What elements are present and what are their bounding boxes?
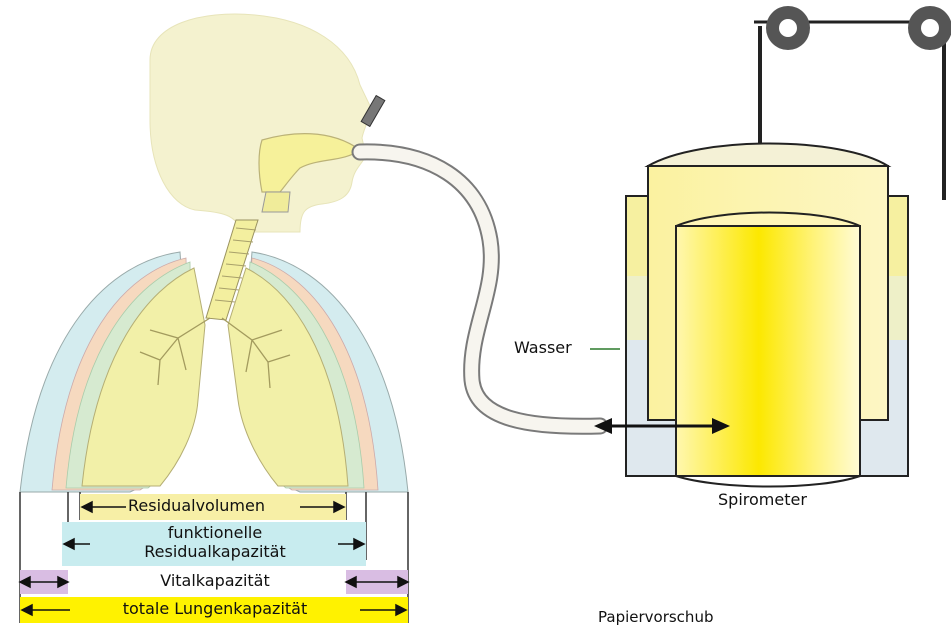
papiervorschub-label: Papiervorschub	[598, 608, 713, 626]
frk-label-line1: funktionelle	[0, 523, 430, 542]
spirometer-label: Spirometer	[718, 490, 807, 509]
totale-lungenkapazitaet-label: totale Lungenkapazität	[0, 599, 430, 618]
spirometer	[590, 6, 951, 487]
frk-label-line2: Residualkapazität	[0, 542, 430, 561]
head-silhouette	[150, 14, 372, 232]
breathing-tube	[360, 152, 600, 426]
left-lung	[20, 252, 205, 492]
pulley-wheel-icon	[908, 6, 951, 50]
vitalkapazitaet-label: Vitalkapazität	[0, 571, 430, 590]
right-lung	[228, 252, 408, 492]
pulley-wheel-icon	[766, 6, 810, 50]
residualvolumen-label: Residualvolumen	[128, 496, 265, 515]
wasser-label: Wasser	[514, 338, 572, 357]
